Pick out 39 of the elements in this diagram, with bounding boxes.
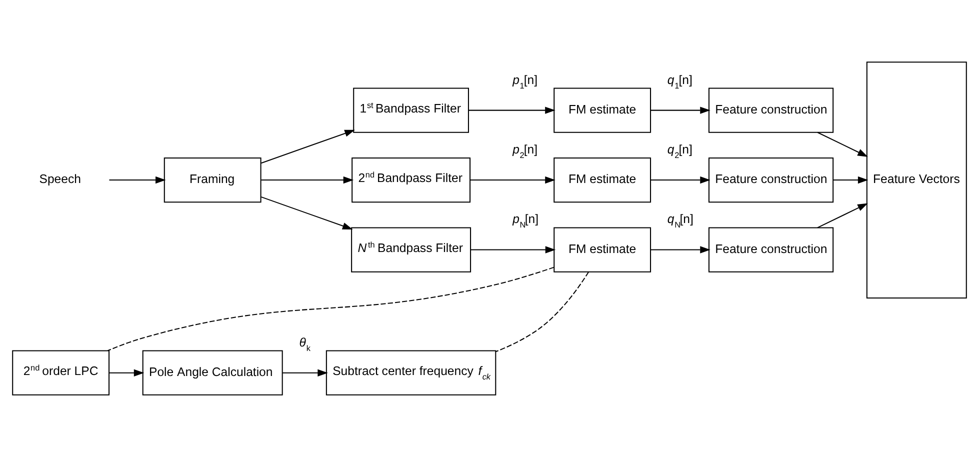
arrow: [817, 202, 868, 228]
node-box: Feature construction: [708, 226, 834, 272]
arrow: [650, 176, 710, 184]
edge-label: q$_{1}$[n]: [667, 72, 692, 90]
arrow: [650, 106, 710, 114]
edge-label: p$_{1}$[n]: [512, 72, 538, 90]
node-box: Feature construction: [708, 156, 834, 202]
node-box: FM estimate: [554, 87, 652, 132]
arrow: [282, 368, 328, 376]
node-box: Pole Angle Calculation: [142, 350, 283, 395]
arrow: [261, 129, 355, 164]
node-box: Subtract center frequency f$_{ck}$: [326, 350, 496, 395]
arrow: [650, 246, 710, 253]
arrow: [817, 131, 868, 156]
node-box: FM estimate: [554, 226, 652, 272]
node-box: Feature construction: [708, 87, 834, 132]
node-box: N$^{th}$ Bandpass Filter: [351, 226, 472, 272]
edge-label: q$_{2}$[n]: [667, 142, 692, 160]
node-text: Speech: [39, 172, 81, 186]
arrow: [470, 246, 556, 253]
arrow: [261, 176, 354, 184]
node-box: Feature Vectors: [866, 61, 967, 298]
arrow: [109, 176, 166, 184]
node-box: 2$^{nd}$ Bandpass Filter: [352, 156, 471, 202]
edge-label: p$_{2}$[n]: [512, 142, 538, 160]
arrow: [470, 176, 556, 184]
edge-label: q$_{N}$[n]: [667, 212, 694, 230]
node-box: 1$^{st}$ Bandpass Filter: [353, 87, 469, 132]
arrow: [261, 196, 353, 229]
arrow: [833, 176, 868, 184]
node-box: 2$^{nd}$ order LPC: [12, 350, 110, 395]
node-box: Framing: [164, 156, 262, 202]
node-box: FM estimate: [554, 156, 652, 202]
connector: [496, 271, 589, 352]
connector: [108, 266, 554, 351]
arrow: [109, 368, 144, 376]
edge-label: p$_{N}$[n]: [512, 212, 539, 230]
arrow: [468, 106, 556, 114]
edge-label: θ$_{k}$: [299, 334, 311, 352]
